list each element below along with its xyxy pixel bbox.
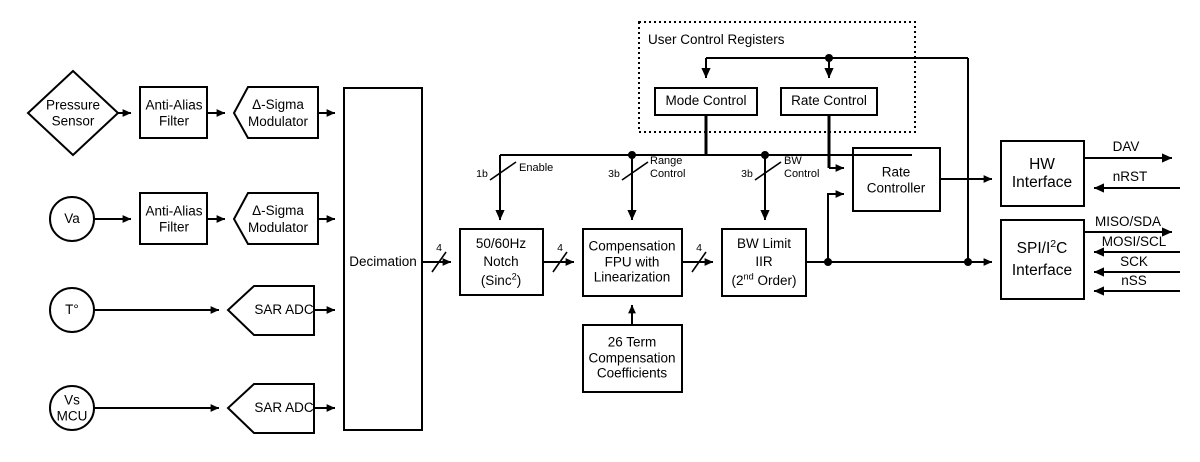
bw-limit-iir-shape [721,228,807,297]
bus-slash-1 [431,251,447,273]
delta-sigma-modulator-2-shape [232,192,319,245]
notch-shape [459,228,544,296]
hw-interface-shape [1000,140,1085,207]
pressure-sensor-shape [26,69,120,157]
bus-slash-2 [552,251,568,273]
junction-register-bus [825,54,833,62]
temperature-source-shape [49,287,95,333]
junction-range-bus [628,151,636,159]
decimation-shape [343,87,423,431]
anti-alias-filter-2-shape [139,192,208,245]
delta-sigma-modulator-1-shape [232,86,319,139]
enable-slash [489,161,517,181]
junction-bw-bus [761,151,769,159]
spi-i2c-interface-shape [1000,219,1085,300]
rate-control-shape [780,87,878,116]
vs-mcu-source-shape [49,385,95,431]
mode-control-shape [654,87,758,116]
va-source-shape [49,196,95,242]
bw-slash [754,161,782,181]
user-control-registers-group [638,21,916,133]
rate-controller-shape [852,147,941,212]
bus-slash-3 [691,251,707,273]
wire-bw-to-rate-controller [827,190,845,262]
sar-adc-2-shape [226,383,315,434]
anti-alias-filter-1-shape [139,86,208,139]
compensation-fpu-shape [582,228,683,297]
coefficients-shape [582,324,683,393]
sar-adc-1-shape [226,285,315,336]
range-slash [621,161,649,181]
